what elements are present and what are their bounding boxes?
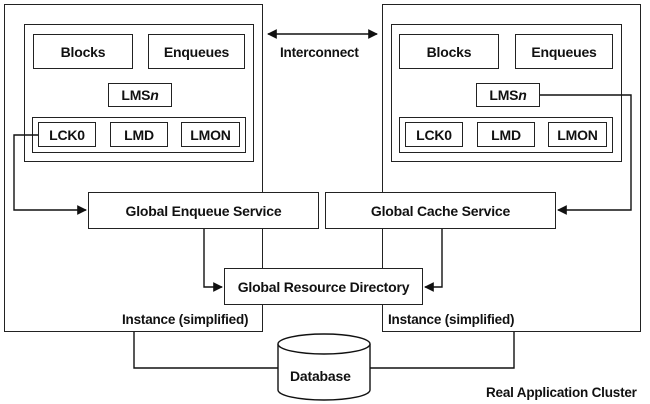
cluster-caption: Real Application Cluster (486, 385, 637, 400)
database-label: Database (290, 368, 351, 384)
right-blocks-box: Blocks (399, 34, 499, 69)
left-lmon-box: LMON (181, 122, 240, 147)
lck0-to-ges-arrow (13, 134, 87, 215)
database-cylinder (277, 333, 371, 401)
left-lmsn-label: LMSn (121, 87, 159, 103)
lmsn-to-gcs-arrow (540, 94, 632, 215)
right-lmd-label: LMD (491, 126, 521, 143)
left-blocks-label: Blocks (60, 43, 106, 60)
left-lmon-label: LMON (190, 126, 231, 143)
left-lck0-label: LCK0 (49, 126, 85, 143)
left-instance-to-database-line (133, 332, 278, 369)
left-enqueues-label: Enqueues (163, 43, 230, 60)
left-enqueues-box: Enqueues (148, 34, 245, 69)
global-cache-service-box: Global Cache Service (325, 192, 556, 229)
global-resource-directory-label: Global Resource Directory (237, 278, 410, 295)
right-lck0-label: LCK0 (416, 126, 452, 143)
left-lmsn-box: LMSn (108, 83, 172, 107)
right-enqueues-box: Enqueues (515, 34, 613, 69)
right-lmon-box: LMON (548, 122, 607, 147)
interconnect-label: Interconnect (280, 45, 359, 60)
global-enqueue-service-box: Global Enqueue Service (88, 192, 319, 229)
left-lmd-box: LMD (110, 122, 168, 147)
left-lck0-box: LCK0 (38, 122, 96, 147)
left-lms-suffix: n (150, 87, 159, 103)
global-enqueue-service-label: Global Enqueue Service (125, 202, 282, 219)
global-resource-directory-box: Global Resource Directory (224, 268, 423, 305)
right-lck0-box: LCK0 (405, 122, 463, 147)
right-instance-caption: Instance (simplified) (388, 312, 515, 327)
gcs-to-grd-arrow (424, 229, 443, 292)
right-lms-suffix: n (518, 87, 527, 103)
left-blocks-box: Blocks (33, 34, 133, 69)
right-lmsn-label: LMSn (489, 87, 527, 103)
left-lms-prefix: LMS (121, 87, 151, 103)
right-instance-to-database-line (370, 332, 515, 369)
right-lms-prefix: LMS (489, 87, 519, 103)
global-cache-service-label: Global Cache Service (370, 202, 511, 219)
ges-to-grd-arrow (203, 229, 223, 292)
left-lmd-label: LMD (124, 126, 154, 143)
right-enqueues-label: Enqueues (531, 43, 597, 60)
right-blocks-label: Blocks (426, 43, 472, 60)
right-lmon-label: LMON (557, 126, 598, 143)
left-instance-caption: Instance (simplified) (122, 312, 249, 327)
right-lmsn-box: LMSn (476, 83, 540, 107)
right-lmd-box: LMD (477, 122, 535, 147)
